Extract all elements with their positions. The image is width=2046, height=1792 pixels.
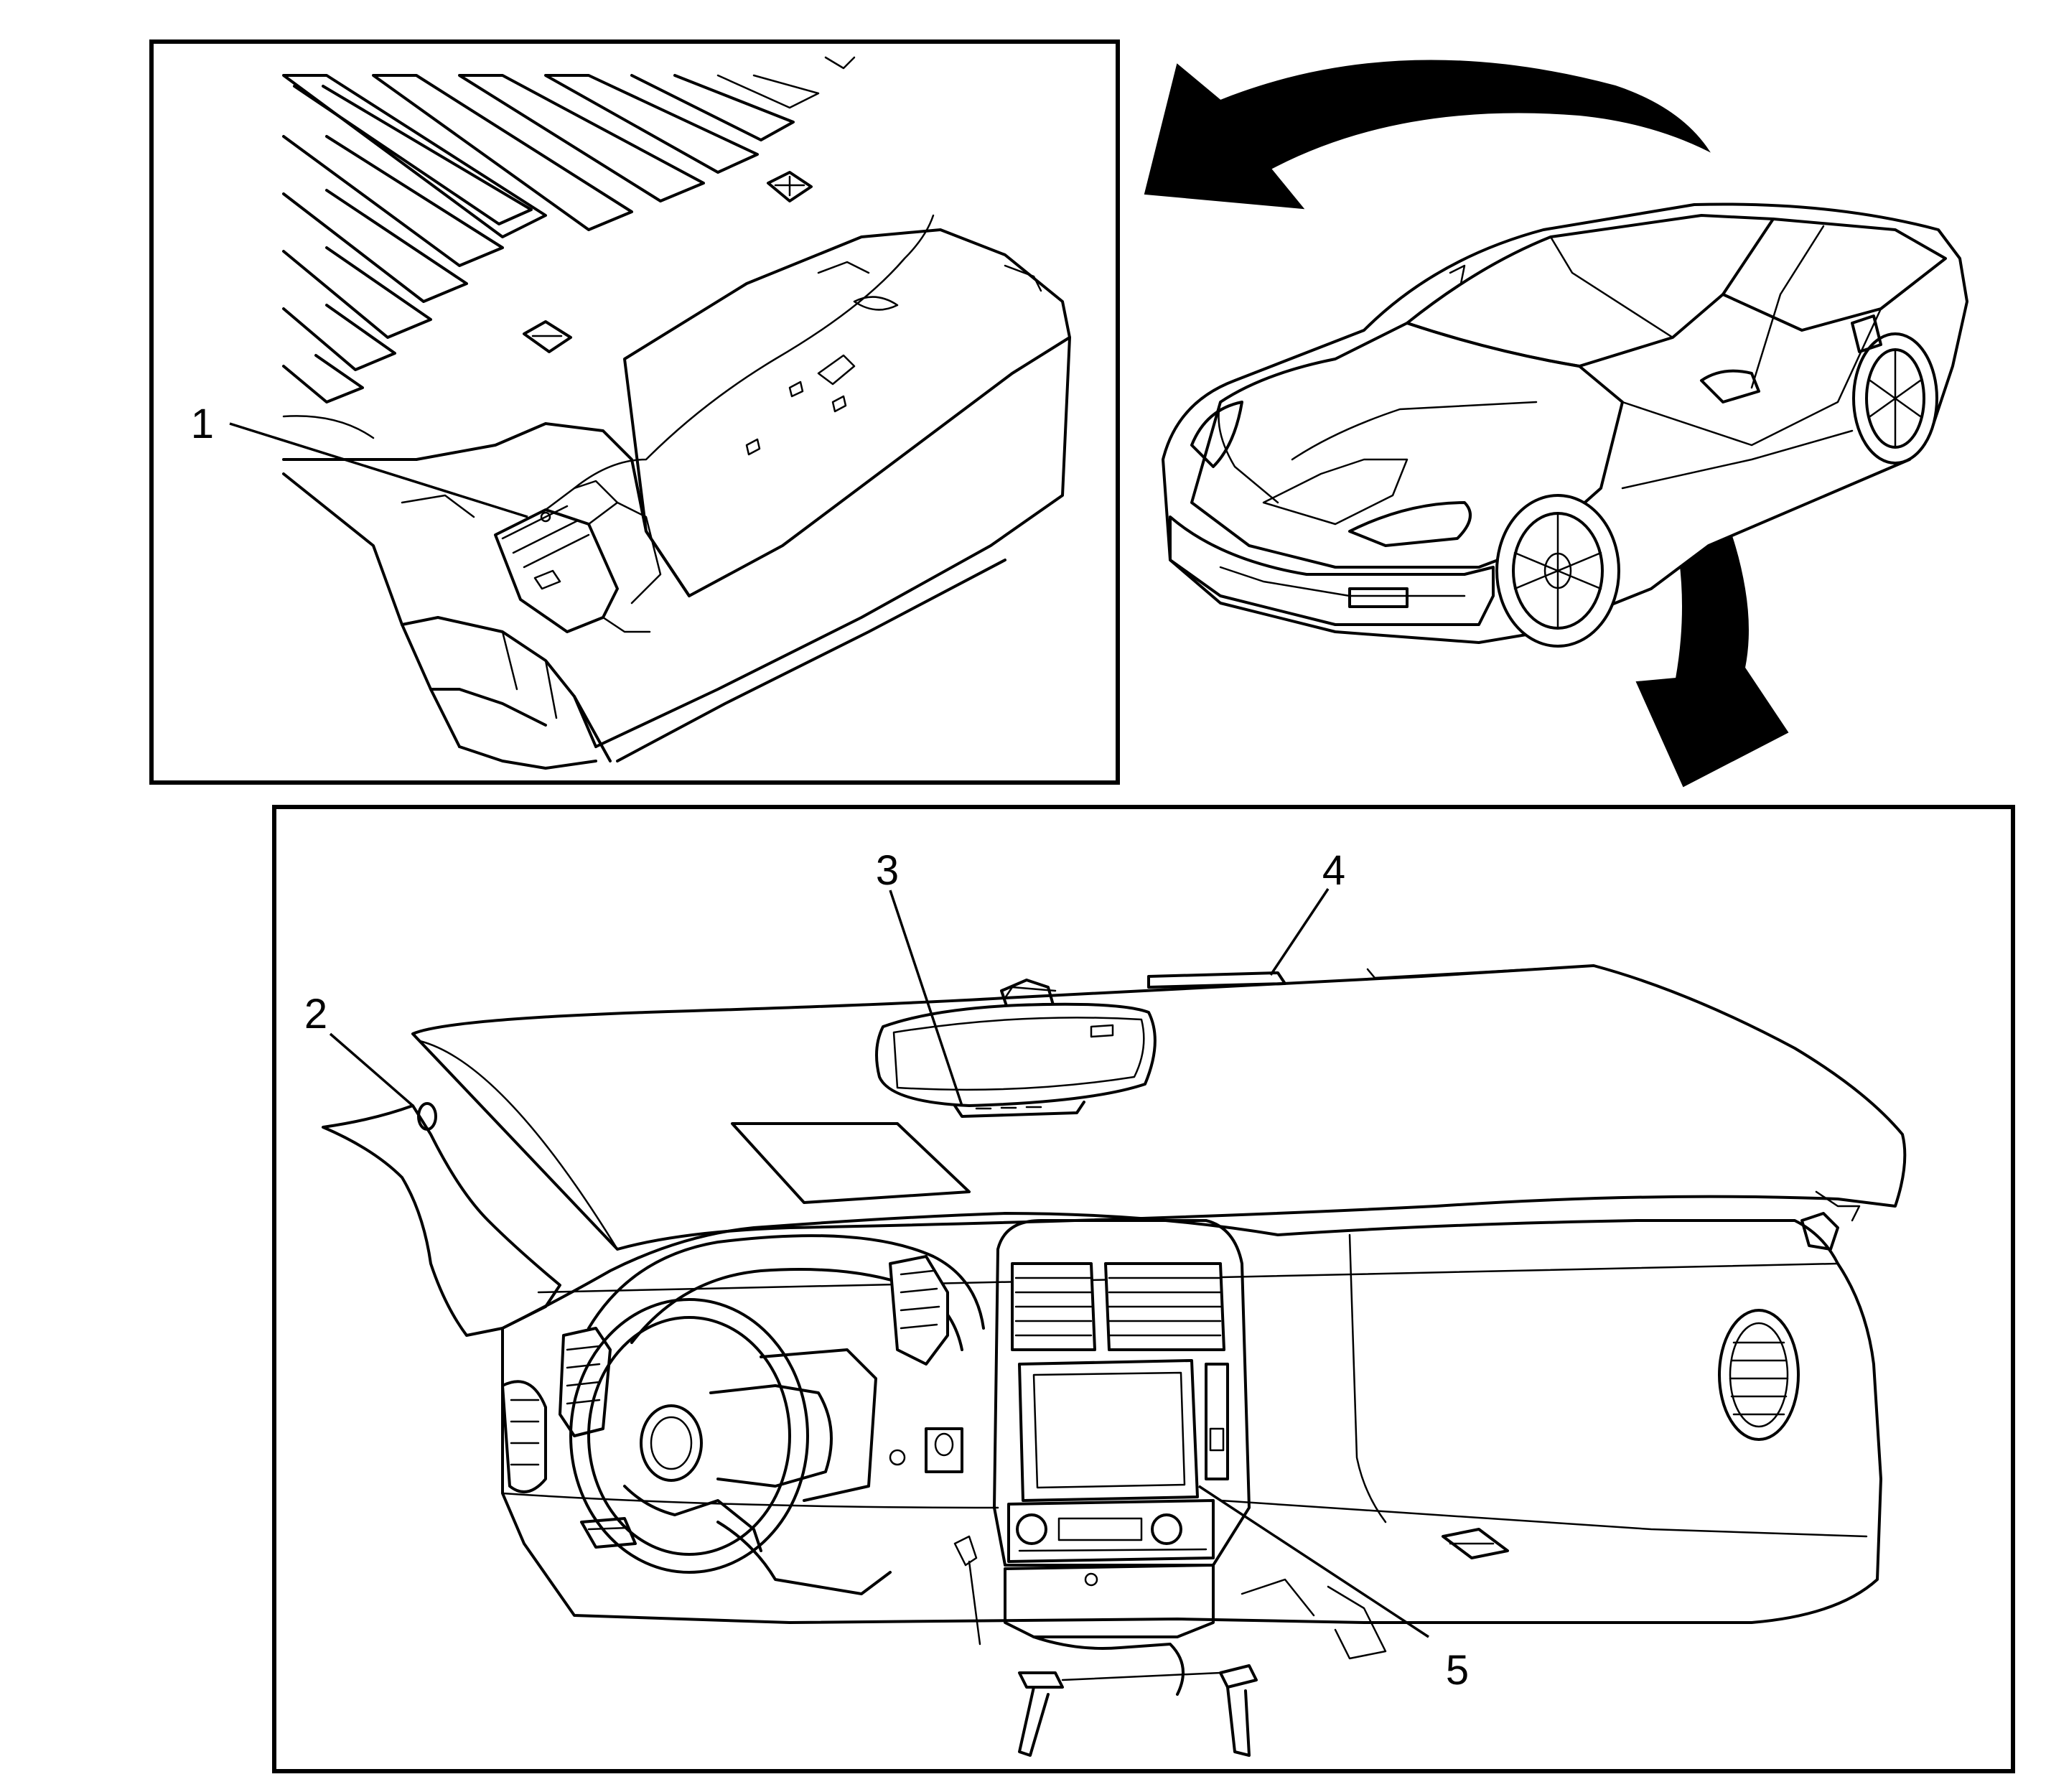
- a-pillar-speaker: [417, 1102, 437, 1131]
- callout-4-leader: [1269, 888, 1330, 976]
- center-stack: [993, 1219, 1387, 1757]
- a-pillar-trim: [322, 1104, 561, 1337]
- rear-detail-frame: [149, 39, 1120, 785]
- arrow-to-rear-detail-icon: [1144, 60, 1711, 210]
- callout-5-leader: [1198, 1485, 1429, 1638]
- vent-grilles: [523, 171, 813, 353]
- steering-and-cluster: [501, 1234, 985, 1646]
- callout-1-leader: [229, 422, 528, 518]
- car-illustration: [1162, 202, 1968, 648]
- dash-detail-frame: [272, 805, 2015, 1773]
- callout-1-label: 1: [191, 401, 214, 447]
- instrument-panel-detail: 2 3 4 5: [272, 805, 2015, 1773]
- left-harness: [282, 415, 375, 439]
- callout-2-leader: [329, 1032, 414, 1107]
- callout-3-label: 3: [876, 847, 899, 894]
- callout-5-label: 5: [1446, 1647, 1469, 1694]
- callout-3-leader: [889, 890, 963, 1106]
- parcel-shelf: [623, 228, 1071, 597]
- rearview-mirror: [875, 979, 1157, 1118]
- module-1: [494, 480, 662, 633]
- storage-tub: [282, 336, 1071, 770]
- sunroof-switch-bezel: [1147, 971, 1286, 989]
- dashboard: [501, 1212, 1882, 1624]
- rear-compartment-detail-panel: 1: [149, 39, 1120, 785]
- callout-2-label: 2: [304, 991, 327, 1037]
- headliner: [411, 964, 1907, 1251]
- wiring-harness: [573, 214, 935, 490]
- vehicle-overview: [1144, 60, 1968, 788]
- callout-4-label: 4: [1322, 847, 1345, 894]
- floor-ribs: [282, 56, 856, 403]
